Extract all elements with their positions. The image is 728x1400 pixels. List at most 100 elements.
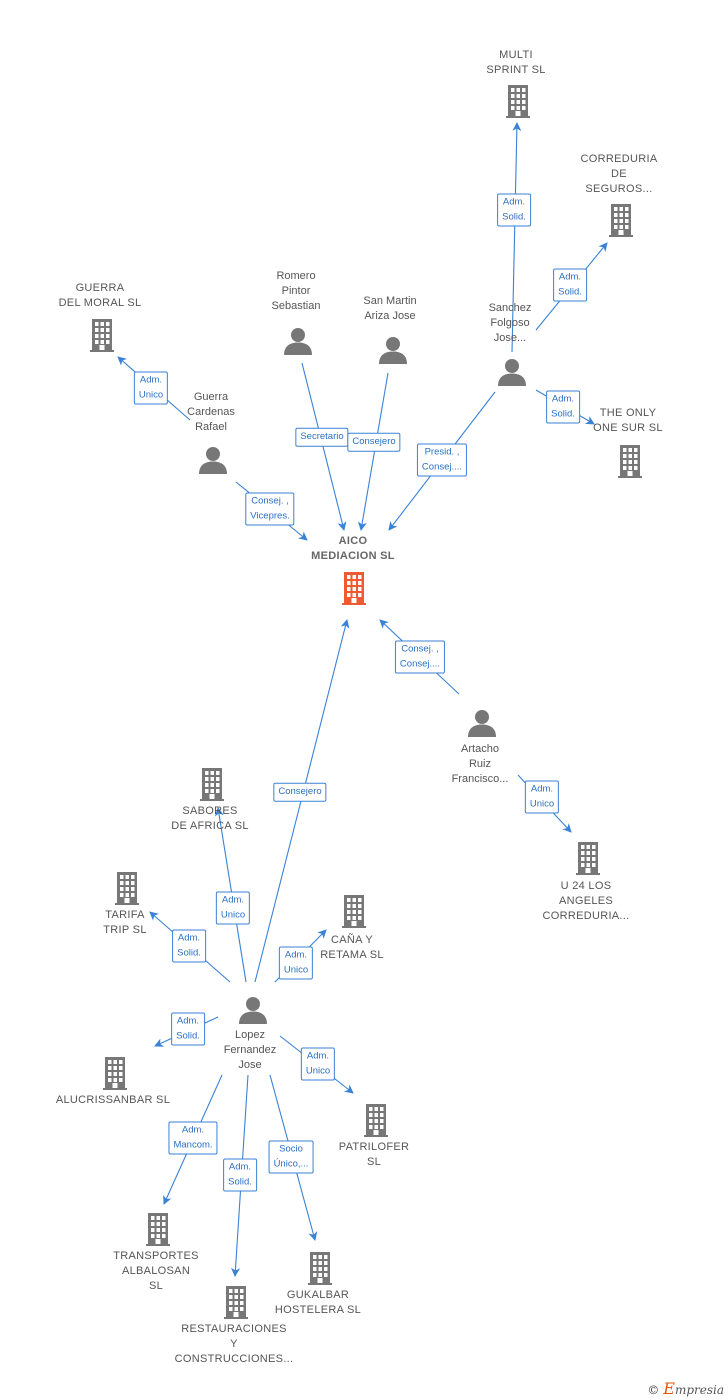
role-box-artacho-u24[interactable]: Adm. Unico <box>524 780 560 814</box>
node-label-line: Sebastian <box>271 300 321 312</box>
role-box-lopez-sabores[interactable]: Adm.Unico <box>215 891 251 925</box>
role-box-sanmartin-aico[interactable]: Consejero <box>347 432 401 452</box>
node-label-line: TRANSPORTES <box>113 1250 199 1262</box>
building-icon[interactable] <box>102 1056 128 1090</box>
role-box-lopez-aico[interactable]: Consejero <box>273 782 327 802</box>
building-icon[interactable] <box>114 871 140 905</box>
person-icon[interactable] <box>198 446 228 474</box>
person-icon[interactable] <box>497 358 527 386</box>
role-text: Adm. <box>558 271 582 283</box>
node-label-guerradelmoral[interactable]: GUERRA DEL MORAL SL <box>59 281 142 311</box>
role-box-guerra-aico[interactable]: Consej. ,Vicepres. <box>245 492 295 526</box>
role-text: Adm. <box>181 1124 205 1136</box>
node-label-line: MEDIACION SL <box>311 550 395 562</box>
node-label-line: Pintor <box>281 285 311 297</box>
empresia-logo-initial: E <box>663 1379 675 1398</box>
building-icon[interactable] <box>363 1103 389 1137</box>
node-label-line: Rafael <box>195 421 227 433</box>
node-label-line: Jose... <box>493 332 527 344</box>
building-icon[interactable] <box>307 1251 333 1285</box>
node-label-line: Francisco... <box>451 773 509 785</box>
role-text: Secretario <box>300 430 344 442</box>
role-text: Unico <box>529 798 555 809</box>
role-box-sanchez-theonly[interactable]: Adm.Solid. <box>546 390 580 424</box>
role-text: Adm. <box>306 1050 330 1062</box>
node-label-line: U 24 LOS <box>560 880 612 892</box>
role-box-lopez-patrilofer[interactable]: Adm.Unico <box>300 1047 336 1081</box>
building-icon[interactable] <box>608 203 634 237</box>
role-text: Adm. <box>177 932 201 944</box>
building-icon[interactable] <box>145 1212 171 1246</box>
role-text: Adm. <box>530 783 554 795</box>
role-text: Presid. , <box>424 446 460 458</box>
role-box-romero-aico[interactable]: Secretario <box>295 427 349 447</box>
node-label-line: MULTI <box>499 49 533 61</box>
role-box-lopez-alucris[interactable]: Adm.Solid. <box>171 1012 205 1046</box>
node-label-line: ALBALOSAN <box>121 1265 191 1277</box>
role-text: Unico <box>283 964 309 975</box>
person-icon[interactable] <box>238 996 268 1024</box>
node-label-line: DE <box>611 168 627 180</box>
role-box-lopez-canya[interactable]: Adm.Unico <box>278 946 314 980</box>
role-box-sanchez-multi[interactable]: Adm.Solid. <box>497 193 531 227</box>
node-label-line: Guerra <box>193 391 229 403</box>
node-label-line: DEL MORAL SL <box>58 297 142 309</box>
role-box-artacho-aico[interactable]: Consej. ,Consej.... <box>394 640 446 674</box>
role-text: Adm. <box>176 1015 200 1027</box>
role-text: Adm. <box>221 894 245 906</box>
node-label-line: CAÑA Y <box>331 934 373 946</box>
role-text: Mancom. <box>173 1139 213 1150</box>
building-icon[interactable] <box>505 84 531 118</box>
role-text: Consejero <box>278 785 322 797</box>
node-label-line: GUERRA <box>75 282 125 294</box>
edge-romero-to-aico <box>301 362 347 531</box>
person-icon[interactable] <box>283 327 313 355</box>
building-icon[interactable] <box>199 767 225 801</box>
node-label-line: CONSTRUCCIONES... <box>174 1353 294 1365</box>
building-icon[interactable] <box>617 444 643 478</box>
empresia-footer[interactable]: © Empresia <box>647 1379 724 1398</box>
role-box-lopez-transportes[interactable]: Adm. Mancom. <box>168 1121 218 1155</box>
role-box-sanchez-aico[interactable]: Presid. ,Consej.... <box>416 443 468 477</box>
building-icon[interactable] <box>575 841 601 875</box>
role-box-guerra-guerradelmoral[interactable]: Adm.Unico <box>133 371 169 405</box>
role-text: Adm. <box>228 1161 252 1173</box>
edge-sanmartin-to-aico <box>357 372 389 531</box>
node-label-line: San Martin <box>363 295 417 307</box>
building-icon[interactable] <box>223 1285 249 1319</box>
person-icon[interactable] <box>467 709 497 737</box>
role-box-lopez-tarifa[interactable]: Adm.Solid. <box>172 929 206 963</box>
node-label-line: THE ONLY <box>599 407 657 419</box>
role-text: Solid. <box>558 286 582 297</box>
role-text: Consej. , <box>401 643 439 655</box>
main-building-icon[interactable] <box>341 571 367 605</box>
node-label-alucris[interactable]: ALUCRISSANBAR SL <box>56 1093 170 1108</box>
building-icon[interactable] <box>89 318 115 352</box>
building-icon[interactable] <box>341 894 367 928</box>
role-box-lopez-restauraciones[interactable]: Adm.Solid. <box>223 1158 257 1192</box>
role-box-sanchez-correduria[interactable]: Adm. Solid. <box>553 268 587 302</box>
node-label-line: GUKALBAR <box>286 1289 350 1301</box>
person-icon[interactable] <box>378 336 408 364</box>
node-label-line: ANGELES <box>558 895 614 907</box>
node-label-line: TARIFA <box>105 909 145 921</box>
